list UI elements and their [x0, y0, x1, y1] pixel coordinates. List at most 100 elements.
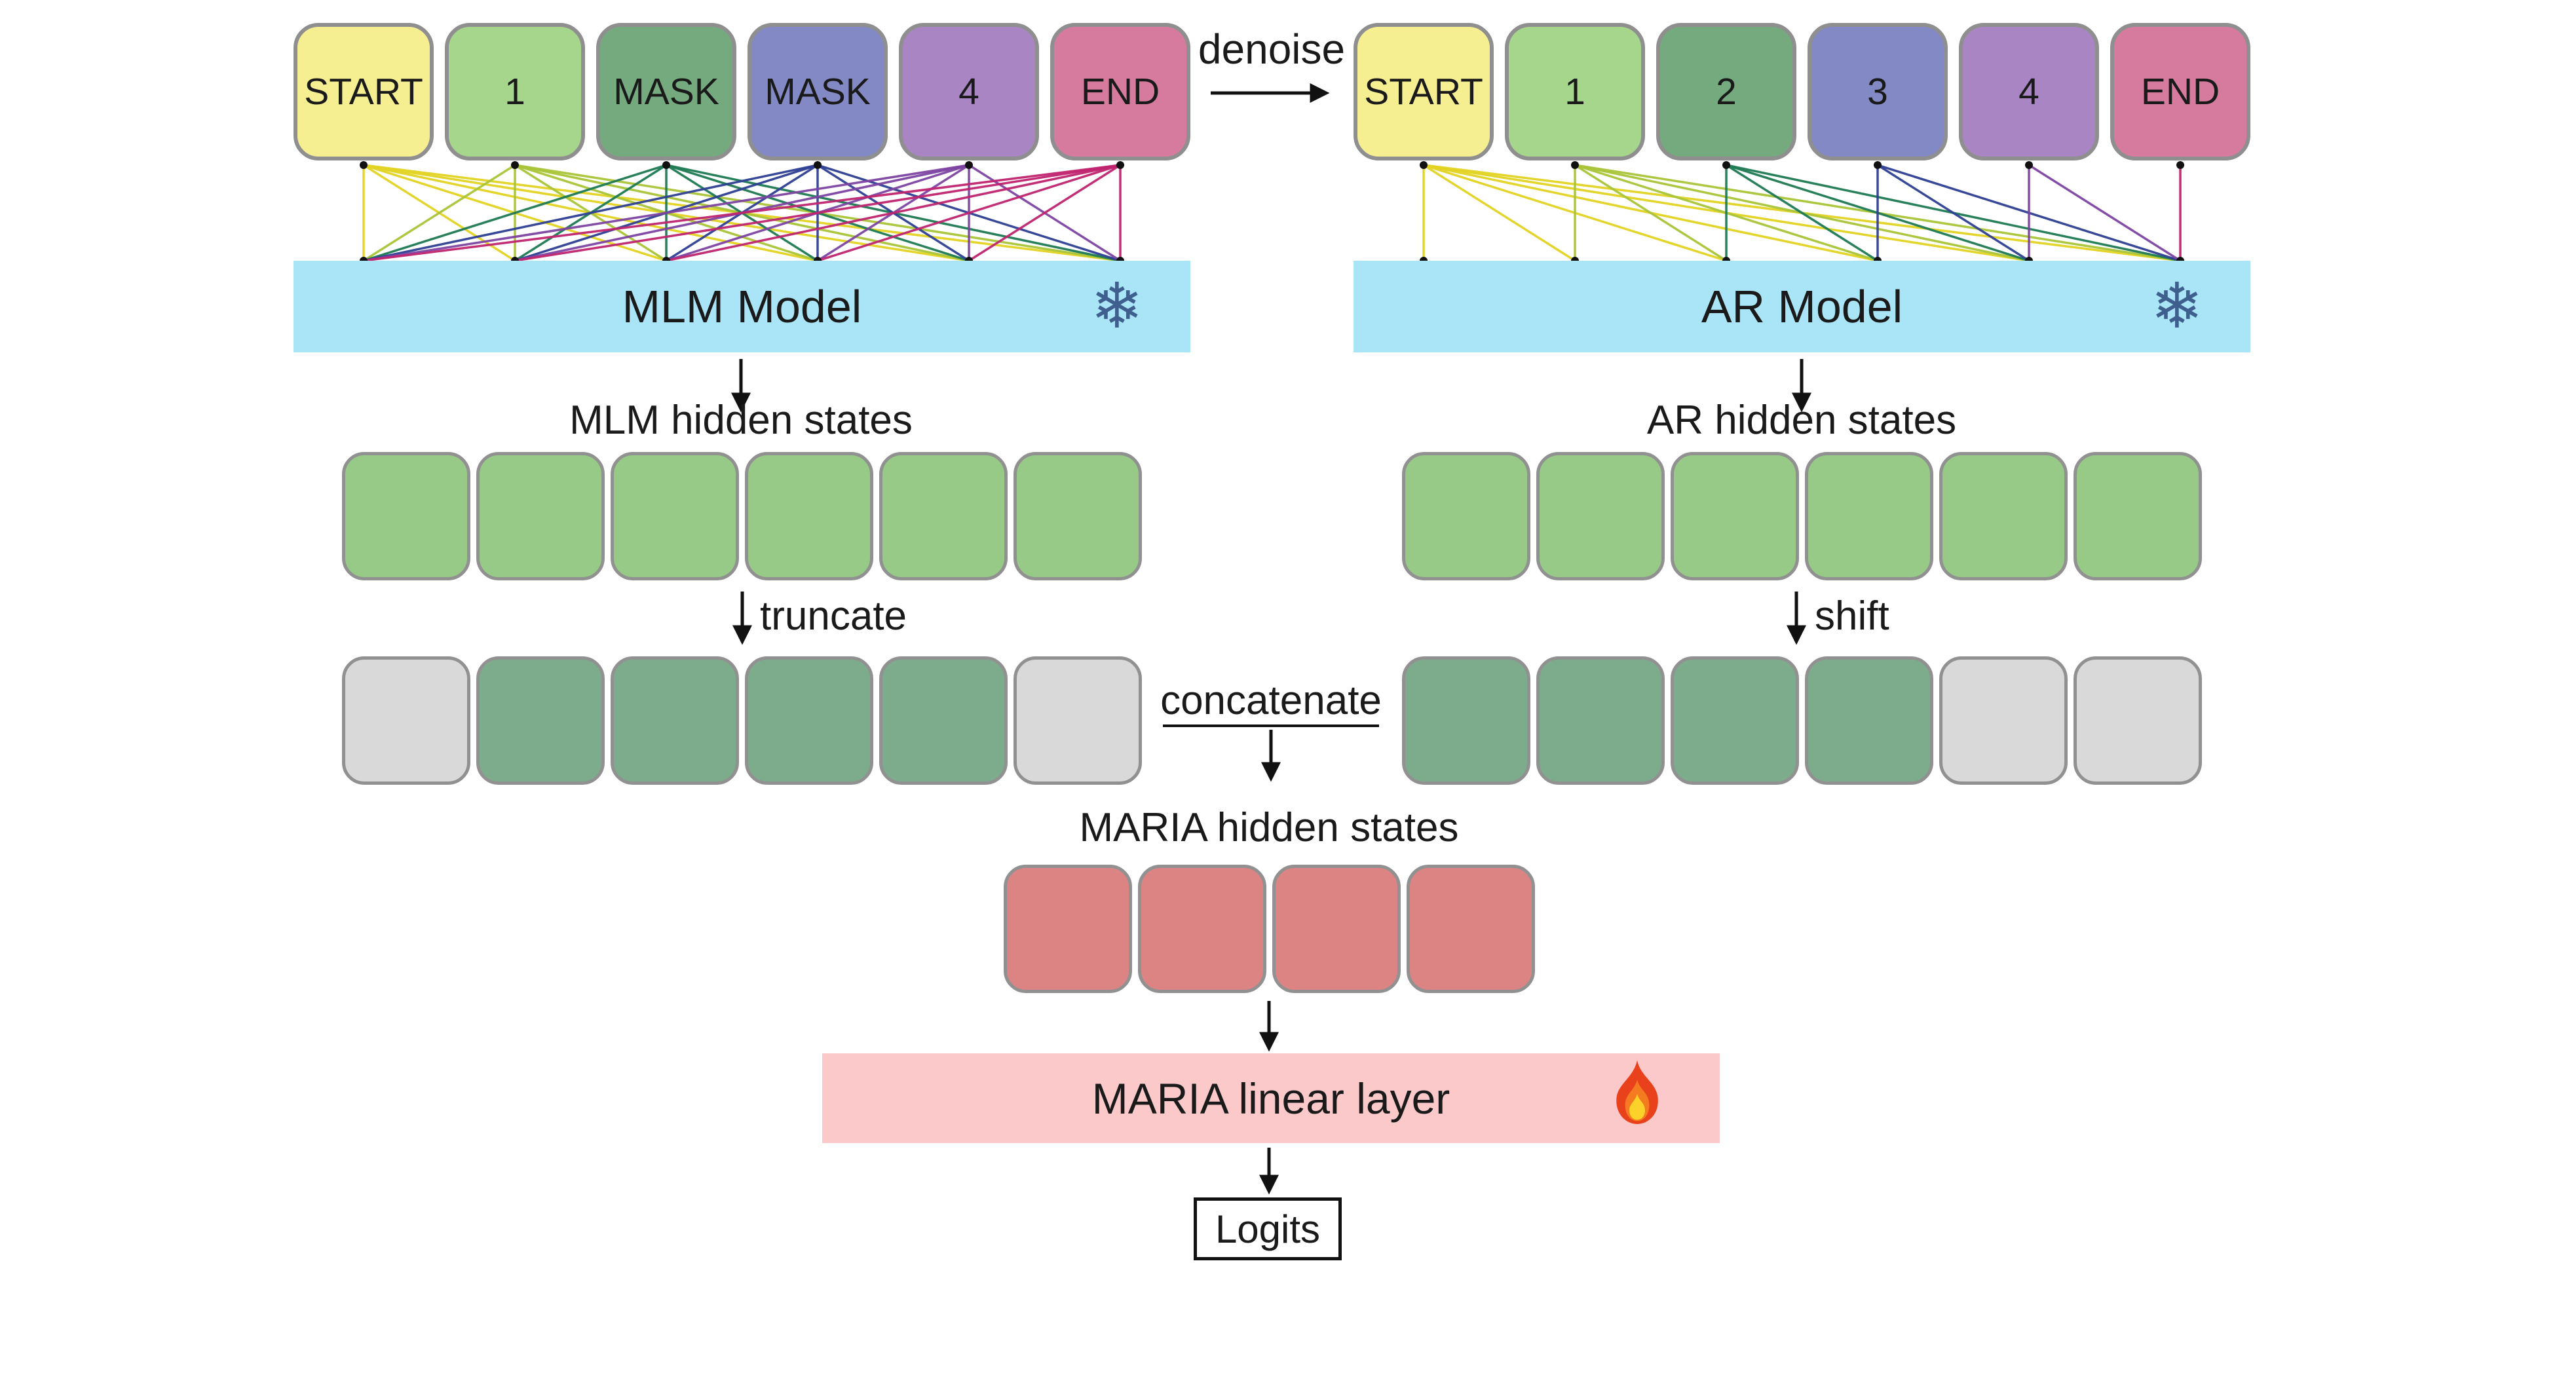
attention-line	[363, 164, 818, 262]
endpoint-dot	[814, 161, 822, 169]
ar-token-start: START	[1354, 23, 1494, 160]
state-square-green	[1671, 452, 1799, 580]
endpoint-dot	[662, 161, 670, 169]
ar-shifted-row	[1402, 656, 2202, 785]
state-square-green	[1536, 452, 1665, 580]
attention-line	[1574, 164, 2030, 262]
ar-token-2: 2	[1656, 23, 1796, 160]
attention-line	[363, 164, 970, 262]
mlm-token-4: 4	[899, 23, 1039, 160]
mlm-token-start: START	[294, 23, 434, 160]
mlm-truncated-row	[342, 656, 1142, 785]
state-square-red	[1272, 865, 1401, 993]
attention-line	[363, 164, 667, 262]
state-square-green	[879, 452, 1008, 580]
attention-line	[514, 164, 1121, 262]
state-square-gray	[2074, 656, 2202, 785]
state-square-green	[1402, 452, 1530, 580]
endpoint-dot	[1874, 161, 1882, 169]
state-square-kept	[745, 656, 873, 785]
logits-label: Logits	[1215, 1207, 1321, 1251]
mlm-model-bar: MLM Model ❄	[294, 261, 1190, 352]
denoise-label-text: denoise	[1198, 26, 1346, 73]
denoise-label: denoise	[1075, 25, 1468, 73]
state-square-green	[476, 452, 605, 580]
endpoint-dot	[2025, 161, 2033, 169]
attention-line	[1574, 164, 1878, 262]
attention-line	[1423, 164, 1576, 262]
attention-line	[363, 164, 970, 262]
attention-line	[1423, 164, 1878, 262]
attention-line	[666, 164, 818, 262]
ar-token-end: END	[2110, 23, 2250, 160]
state-square-green	[342, 452, 470, 580]
state-square-green	[1805, 452, 1933, 580]
attention-line	[1423, 164, 1727, 262]
attention-line	[666, 164, 970, 262]
ar-hidden-states-row	[1402, 452, 2202, 580]
mlm-token-1: 1	[445, 23, 585, 160]
attention-line	[817, 164, 970, 262]
state-square-green	[611, 452, 739, 580]
attention-line	[666, 164, 1121, 262]
attention-line	[514, 164, 667, 262]
mlm-hidden-states-row	[342, 452, 1142, 580]
attention-line	[1574, 164, 1727, 262]
attention-line	[363, 164, 818, 262]
attention-line	[817, 164, 1121, 262]
state-square-red	[1004, 865, 1132, 993]
attention-line	[514, 164, 667, 262]
ar-model-bar: AR Model ❄	[1354, 261, 2250, 352]
attention-line	[363, 164, 667, 262]
endpoint-dot	[2176, 161, 2184, 169]
state-square-gray	[1939, 656, 2068, 785]
ar-attention-lines	[1422, 164, 2182, 262]
attention-endpoint-dots	[360, 161, 2184, 265]
endpoint-dot	[1722, 161, 1730, 169]
endpoint-dot	[1420, 161, 1428, 169]
state-square-kept	[1402, 656, 1530, 785]
snowflake-icon: ❄	[2150, 271, 2203, 341]
attention-line	[1726, 164, 2181, 262]
attention-line	[666, 164, 1121, 262]
state-square-kept	[1671, 656, 1799, 785]
endpoint-dot	[511, 161, 519, 169]
endpoint-dot	[1116, 161, 1124, 169]
attention-line	[968, 164, 1121, 262]
mlm-token-mask: MASK	[596, 23, 736, 160]
state-square-kept	[476, 656, 605, 785]
state-square-gray	[1013, 656, 1142, 785]
maria-linear-layer-bar: MARIA linear layer	[822, 1053, 1720, 1143]
attention-line	[514, 164, 818, 262]
shift-label: shift	[1815, 593, 1889, 639]
attention-line	[514, 164, 818, 262]
attention-line	[514, 164, 970, 262]
maria-hidden-states-row	[1004, 865, 1535, 993]
endpoint-dot	[1571, 161, 1579, 169]
mlm-attention-lines	[362, 164, 1122, 262]
attention-line	[1877, 164, 2181, 262]
attention-line	[514, 164, 970, 262]
logits-box: Logits	[1194, 1197, 1342, 1260]
mlm-token-mask: MASK	[748, 23, 888, 160]
state-square-gray	[342, 656, 470, 785]
attention-line	[514, 164, 1121, 262]
snowflake-icon: ❄	[1090, 271, 1143, 341]
attention-line	[1423, 164, 2181, 262]
attention-line	[968, 164, 1121, 262]
attention-line	[1574, 164, 2181, 262]
ar-token-1: 1	[1505, 23, 1645, 160]
fire-icon	[1607, 1059, 1667, 1138]
ar-token-3: 3	[1808, 23, 1948, 160]
concatenate-label: concatenate	[1160, 678, 1382, 723]
attention-line	[1423, 164, 2030, 262]
state-square-green	[745, 452, 873, 580]
attention-line	[363, 164, 516, 262]
attention-line	[1877, 164, 2030, 262]
ar-token-4: 4	[1959, 23, 2099, 160]
mlm-hidden-states-label: MLM hidden states	[569, 398, 913, 443]
endpoint-dot	[360, 161, 368, 169]
